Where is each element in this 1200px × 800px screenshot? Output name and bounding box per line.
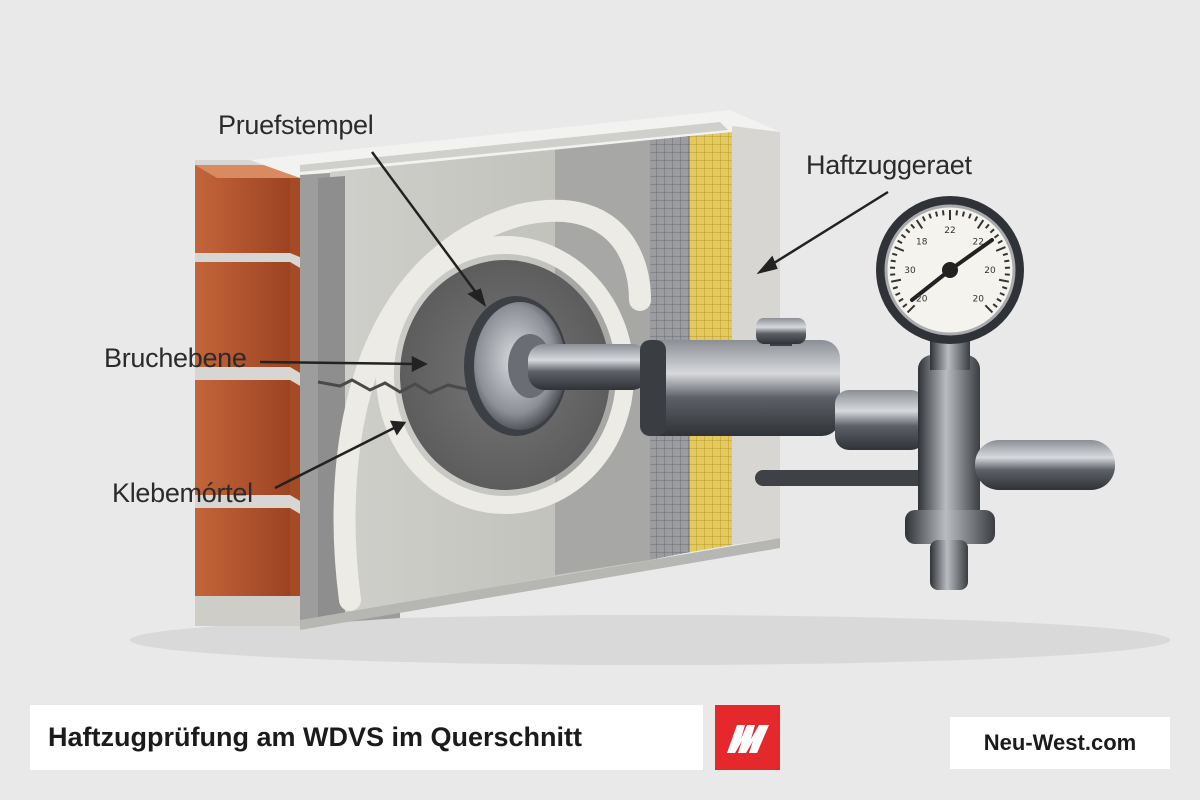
gauge-tick-label: 22 — [944, 226, 955, 236]
gauge-tick — [936, 212, 937, 217]
gauge-tick — [963, 212, 964, 217]
label-bruchebene: Bruchebene — [104, 343, 247, 374]
gauge-tick — [1004, 261, 1009, 262]
label-klebemoertel: Klebemórtel — [112, 478, 253, 509]
gauge-tick — [956, 210, 957, 215]
caption-title: Haftzugprüfung am WDVS im Querschnitt — [30, 722, 582, 753]
gauge-tick — [1003, 254, 1008, 255]
gauge-tick — [892, 254, 897, 255]
gauge-tick-label: 22 — [973, 238, 984, 248]
gauge-tick-label: 20 — [916, 294, 928, 304]
brand-site: Neu-West.com — [984, 730, 1136, 756]
gauge-tick-label: 18 — [916, 238, 928, 248]
brand-box: Neu-West.com — [950, 717, 1170, 769]
gauge-tick — [943, 210, 944, 215]
pressure-gauge: 20 30 18 22 22 20 20 — [876, 196, 1024, 344]
gauge-tick-label: 20 — [973, 294, 985, 304]
label-pruefstempel: Pruefstempel — [218, 110, 373, 141]
gauge-tick-label: 20 — [984, 266, 996, 276]
nw-logo-icon — [715, 705, 780, 770]
brick-wall — [195, 160, 312, 626]
gauge-tick — [891, 261, 896, 262]
label-haftzuggeraet: Haftzuggeraet — [806, 150, 972, 181]
caption-box: Haftzugprüfung am WDVS im Querschnitt — [30, 705, 703, 770]
gauge-tick-label: 30 — [904, 266, 916, 276]
